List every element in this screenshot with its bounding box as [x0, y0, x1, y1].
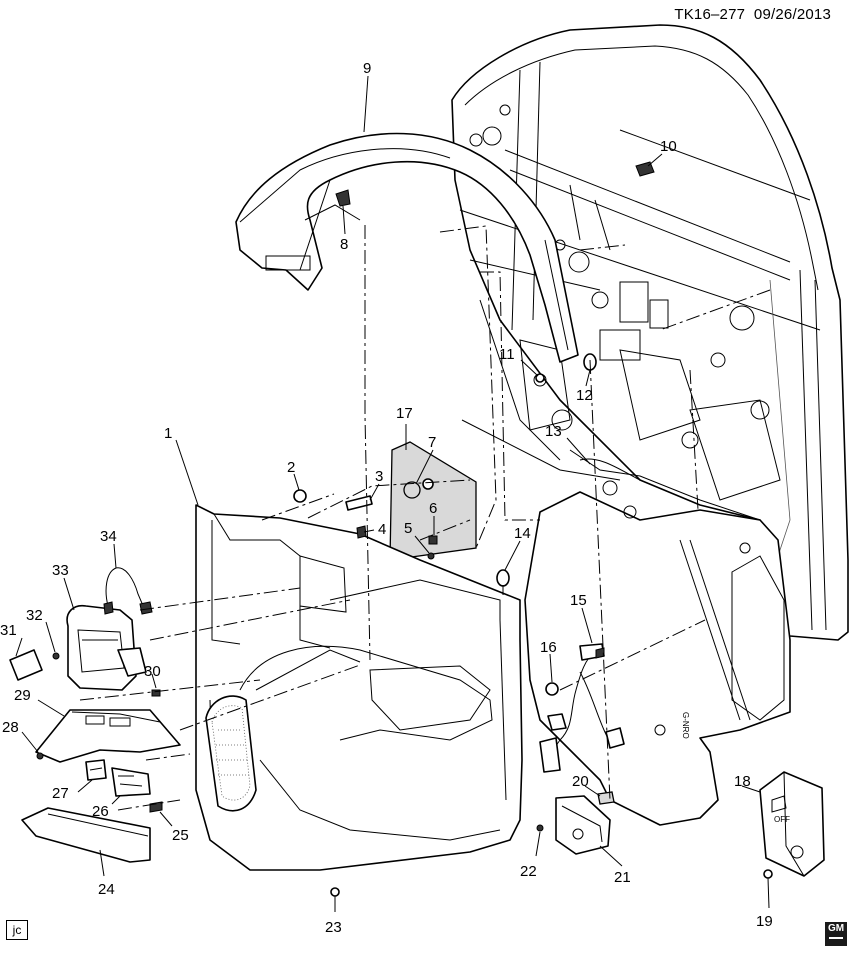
cover-3 — [345, 495, 373, 511]
screw-22 — [536, 824, 544, 832]
clip-30 — [151, 689, 161, 697]
part-stamp-label: G-NRO — [681, 712, 690, 739]
callout-25: 25 — [172, 827, 189, 844]
callout-23: 23 — [325, 919, 342, 936]
bracket-21 — [555, 795, 611, 855]
wiring-harness — [539, 643, 625, 773]
callout-10: 10 — [660, 138, 677, 155]
window-switch-27 — [85, 759, 107, 781]
window-frame-molding — [235, 132, 579, 363]
callout-9: 9 — [363, 60, 371, 77]
callout-32: 32 — [26, 607, 43, 624]
callout-3: 3 — [375, 468, 383, 485]
lock-switch-26 — [111, 767, 151, 797]
switch-stamp-label: OFF — [774, 815, 790, 824]
callout-2: 2 — [287, 459, 295, 476]
pull-handle — [21, 807, 151, 863]
leader-lines — [15, 75, 770, 912]
alignment-lines — [79, 225, 771, 811]
screw-19 — [763, 869, 773, 879]
gm-logo-text: GM — [827, 923, 845, 934]
callout-21: 21 — [614, 869, 631, 886]
callout-15: 15 — [570, 592, 587, 609]
callout-13: 13 — [545, 423, 562, 440]
push-pin-14 — [496, 569, 510, 595]
screw-32 — [52, 652, 60, 660]
water-deflector: G-NRO — [524, 449, 791, 826]
callout-18: 18 — [734, 773, 751, 790]
callout-28: 28 — [2, 719, 19, 736]
screw-5 — [427, 552, 435, 560]
callout-29: 29 — [14, 687, 31, 704]
clip-10 — [635, 161, 655, 177]
wire-harness-34 — [103, 567, 153, 615]
gm-logo-bar — [829, 937, 843, 939]
gm-logo-icon: GM — [825, 922, 847, 946]
callout-12: 12 — [576, 387, 593, 404]
callout-17: 17 — [396, 405, 413, 422]
drawing-date: 09/26/2013 — [753, 6, 831, 23]
clip-6 — [428, 535, 438, 545]
handle-bezel — [66, 604, 147, 691]
callout-30: 30 — [144, 663, 161, 680]
callout-1: 1 — [164, 425, 172, 442]
callout-8: 8 — [340, 236, 348, 253]
trim-bezel: OFF — [759, 771, 825, 877]
callout-labels: 1 2 3 4 5 6 7 8 9 10 11 12 13 14 15 16 1… — [0, 60, 773, 936]
callout-27: 27 — [52, 785, 69, 802]
callout-6: 6 — [429, 500, 437, 517]
door-inner-panel — [451, 24, 849, 641]
push-pin-16 — [545, 682, 559, 696]
push-pin-2 — [293, 489, 307, 503]
callout-33: 33 — [52, 562, 69, 579]
callout-4: 4 — [378, 521, 386, 538]
door-trim-panel — [195, 504, 523, 871]
switch-plate — [35, 709, 181, 763]
drawing-id: TK16–277 — [674, 6, 746, 23]
callout-24: 24 — [98, 881, 115, 898]
callout-16: 16 — [540, 639, 557, 656]
callout-19: 19 — [756, 913, 773, 930]
screw-28 — [36, 752, 44, 760]
callout-11: 11 — [499, 346, 515, 363]
clip-8 — [335, 189, 351, 207]
drawing-header: TK16–277 09/26/2013 — [674, 6, 831, 23]
screw-4 — [356, 525, 367, 539]
sound-deadener-pad — [389, 441, 477, 561]
plug-31 — [9, 649, 43, 681]
callout-20: 20 — [572, 773, 589, 790]
callout-34: 34 — [100, 528, 117, 545]
artist-initials-box: jc — [6, 920, 28, 940]
callout-26: 26 — [92, 803, 109, 820]
callout-5: 5 — [404, 520, 412, 537]
insulator-7 — [403, 481, 421, 499]
screw-23 — [330, 887, 340, 904]
bracket-20 — [597, 791, 615, 805]
callout-14: 14 — [514, 525, 531, 542]
callout-22: 22 — [520, 863, 537, 880]
callout-7: 7 — [428, 434, 436, 451]
callout-31: 31 — [0, 622, 17, 639]
